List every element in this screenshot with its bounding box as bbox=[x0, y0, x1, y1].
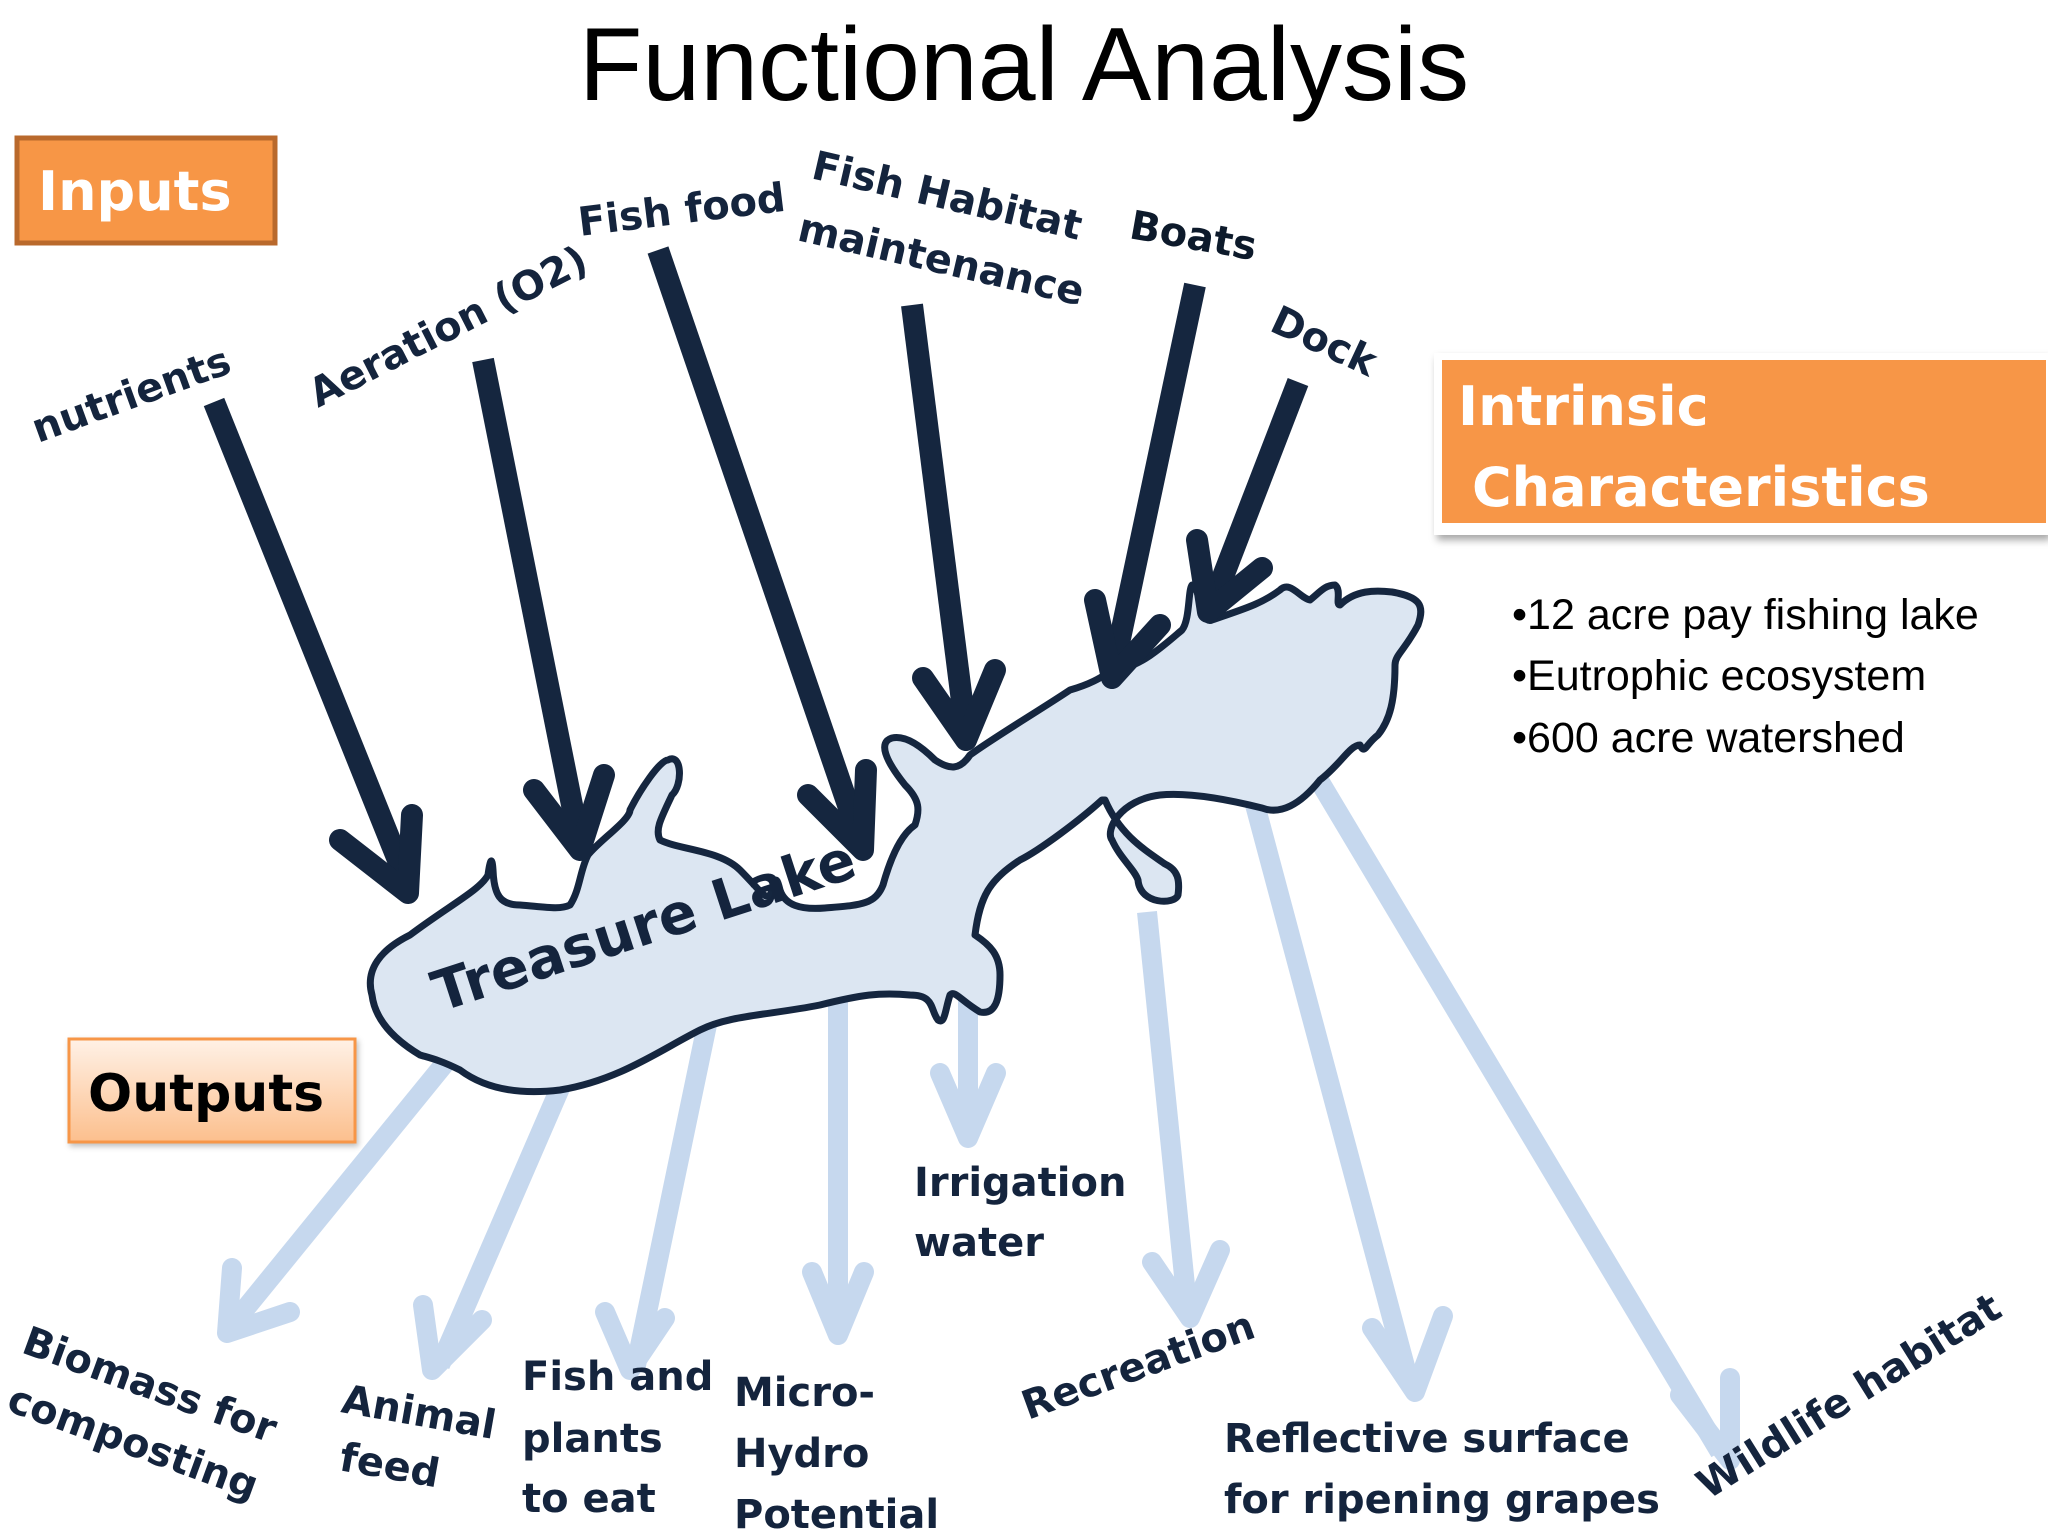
inputs-section-box: Inputs bbox=[14, 135, 278, 246]
input-arrow-boats bbox=[1084, 282, 1206, 689]
output-label-micro-hydro-line1: Micro- bbox=[734, 1370, 875, 1416]
input-arrow-fish-habitat bbox=[901, 303, 1006, 751]
output-label-fish-plants-line1: Fish and bbox=[522, 1354, 713, 1400]
output-label-micro-hydro-line2: Hydro bbox=[734, 1431, 869, 1477]
input-arrow-nutrients bbox=[203, 397, 423, 904]
output-label-fish-plants-line3: to eat bbox=[522, 1476, 656, 1522]
intrinsic-heading-line2: Characteristics bbox=[1472, 456, 1930, 519]
output-arrow-animal-feed bbox=[413, 1038, 590, 1380]
output-labels: Biomass for composting Animal feed Fish … bbox=[2, 1160, 2010, 1536]
input-label-dock: Dock bbox=[1264, 297, 1385, 386]
output-arrow-wildlife bbox=[1293, 746, 1740, 1470]
input-label-boats: Boats bbox=[1126, 203, 1260, 271]
input-label-nutrients: nutrients bbox=[26, 338, 237, 452]
inputs-heading: Inputs bbox=[38, 160, 232, 223]
characteristic-item: •600 acre watershed bbox=[1512, 714, 1905, 762]
input-arrow-aeration bbox=[472, 357, 615, 861]
input-arrow-fish-food bbox=[647, 246, 877, 861]
output-label-reflective-line2: for ripening grapes bbox=[1224, 1477, 1660, 1523]
intrinsic-section-box bbox=[1434, 353, 2048, 535]
intrinsic-characteristics-list: •12 acre pay fishing lake •Eutrophic eco… bbox=[1512, 591, 1979, 762]
output-arrow-micro-hydro bbox=[802, 970, 874, 1345]
output-arrows bbox=[217, 746, 1740, 1470]
output-label-irrigation-line1: Irrigation bbox=[914, 1160, 1126, 1206]
input-label-fish-food: Fish food bbox=[576, 175, 788, 246]
characteristic-item: •12 acre pay fishing lake bbox=[1512, 591, 1979, 639]
output-label-recreation: Recreation bbox=[1016, 1303, 1261, 1430]
output-arrow-fish-plants bbox=[595, 969, 728, 1380]
input-arrows bbox=[203, 246, 1309, 904]
output-label-fish-plants-line2: plants bbox=[522, 1416, 663, 1462]
input-arrow-dock bbox=[1186, 378, 1309, 623]
intrinsic-heading-line1: Intrinsic bbox=[1458, 375, 1709, 438]
input-label-aeration: Aeration (O2) bbox=[302, 237, 595, 417]
output-label-micro-hydro-line3: Potential bbox=[734, 1492, 939, 1536]
characteristic-item: •Eutrophic ecosystem bbox=[1512, 652, 1926, 700]
page-title: Functional Analysis bbox=[579, 7, 1469, 123]
output-arrow-reflective bbox=[1240, 783, 1453, 1402]
output-label-reflective-line1: Reflective surface bbox=[1224, 1416, 1630, 1462]
output-label-animal-feed-line2: feed bbox=[336, 1435, 443, 1498]
treasure-lake-shape bbox=[366, 581, 1425, 1096]
output-arrow-recreation bbox=[1137, 910, 1230, 1328]
output-arrow-biomass bbox=[217, 1055, 454, 1343]
outputs-heading: Outputs bbox=[88, 1064, 324, 1124]
output-label-irrigation-line2: water bbox=[914, 1220, 1044, 1266]
outputs-section-box bbox=[67, 1037, 357, 1144]
